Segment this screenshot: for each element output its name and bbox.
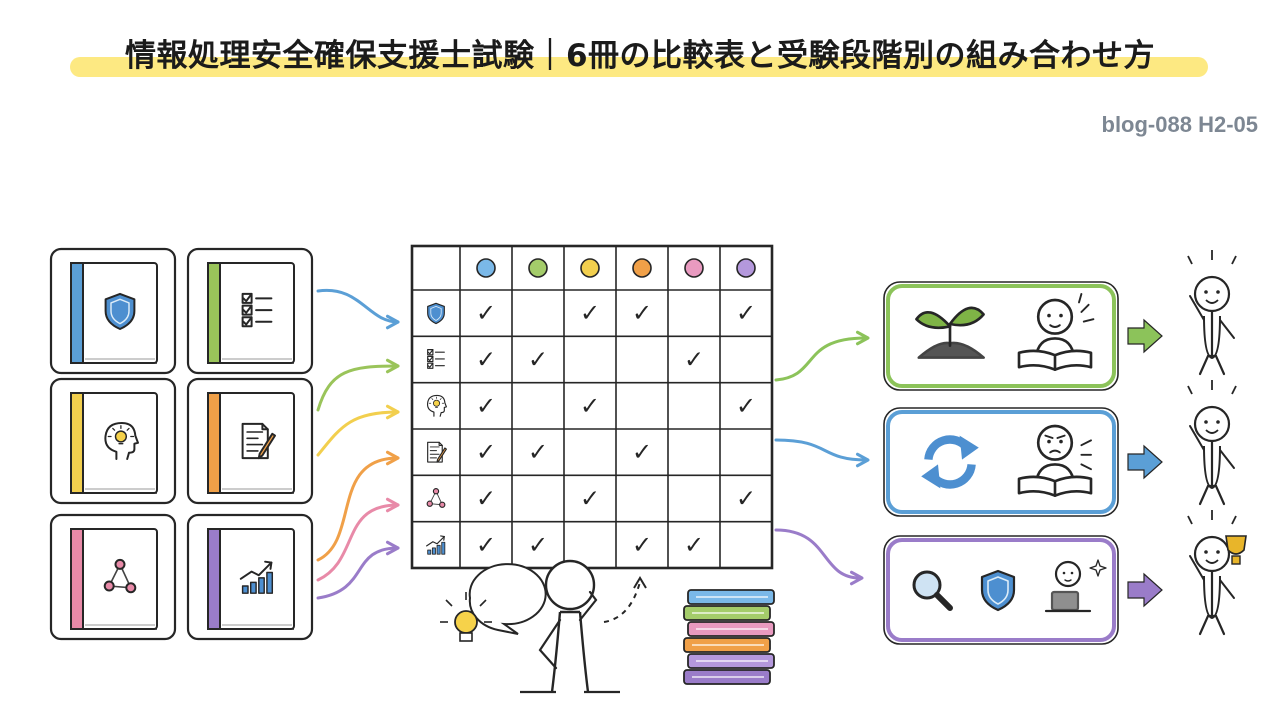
comparison-table: ✓ ✓ ✓ ✓ ✓ ✓ ✓ ✓ ✓ ✓ ✓ ✓ ✓ ✓ ✓ ✓ ✓ ✓ ✓ ✓ [410,244,774,570]
head-lightbulb-icon [426,394,447,417]
book-card [186,513,314,641]
document-pencil-icon [241,422,276,460]
network-icon [426,488,446,508]
check-mark: ✓ [476,485,496,513]
title-highlight [70,57,1208,77]
arrow [774,330,870,382]
checklist-icon [241,292,273,328]
book-card [186,247,314,375]
reading-person-icon [1017,293,1095,371]
speech-bubble [440,563,547,642]
book-spine [207,262,221,364]
check-mark: ✓ [632,531,652,559]
focused-reader-icon [1017,424,1093,497]
check-mark: ✓ [580,299,600,327]
table-to-stage-arrows [774,330,870,586]
checklist-icon [427,349,445,369]
stage-panel [883,535,1163,645]
book-spine [207,392,221,494]
check-mark: ✓ [528,438,548,466]
check-mark: ✓ [476,438,496,466]
document-pencil-icon [427,441,447,463]
arrow [316,540,400,600]
book-to-table-arrows [316,288,400,600]
stage-panels [883,281,1163,645]
book-spine [70,528,84,630]
sprout-icon [915,306,985,359]
cycle-arrows-icon [921,435,979,489]
thinking-person-scene [440,559,775,694]
book-spine [70,392,84,494]
thinking-person-icon [520,559,647,694]
block-arrow [1127,572,1163,608]
page-id: blog-088 H2-05 [1101,112,1259,137]
check-mark: ✓ [476,299,496,327]
trophy-person-icon [1187,510,1247,636]
arrow [774,528,864,586]
block-arrow [1127,318,1163,354]
shield-icon [980,569,1016,612]
book-card [49,513,177,641]
arrow [316,497,400,582]
page-title: 情報処理安全確保支援士試験｜6冊の比較表と受験段階別の組み合わせ方 [124,38,1156,74]
check-mark: ✓ [580,392,600,420]
cheering-person-icon [1187,380,1237,506]
laptop-person-icon [1044,559,1107,613]
table-frame [410,244,774,570]
check-mark: ✓ [476,346,496,374]
arrow [316,404,400,457]
arrow [774,438,870,468]
check-mark: ✓ [476,392,496,420]
arrow [316,358,400,412]
check-mark: ✓ [632,299,652,327]
shield-icon [427,302,445,325]
column-dot [736,258,756,278]
outcome-figures [1187,250,1247,636]
bar-chart-icon [239,560,274,594]
check-mark: ✓ [736,485,756,513]
arrow [316,450,400,562]
book-grid [49,247,314,641]
block-arrow [1127,444,1163,480]
stage-panel [883,281,1163,391]
book-spine [70,262,84,364]
head-lightbulb-icon [104,422,139,460]
check-mark: ✓ [684,346,704,374]
lightbulb-icon [454,610,478,634]
check-mark: ✓ [528,346,548,374]
check-mark: ✓ [528,531,548,559]
network-icon [103,558,137,594]
column-dot [528,258,548,278]
column-dot [580,258,600,278]
column-dot [632,258,652,278]
book-card [49,377,177,505]
check-mark: ✓ [632,438,652,466]
check-mark: ✓ [736,299,756,327]
book-card [49,247,177,375]
check-mark: ✓ [684,531,704,559]
check-mark: ✓ [736,392,756,420]
shield-icon [104,292,136,330]
stage-panel [883,407,1163,517]
arrow [316,288,400,330]
bar-chart-icon [426,535,446,555]
column-dot [684,258,704,278]
check-mark: ✓ [580,485,600,513]
check-mark: ✓ [476,531,496,559]
column-dot [476,258,496,278]
idea-person-icon [1187,250,1237,376]
magnifier-icon [912,570,953,611]
book-card [186,377,314,505]
book-spine [207,528,221,630]
book-stack-icon [683,589,775,685]
